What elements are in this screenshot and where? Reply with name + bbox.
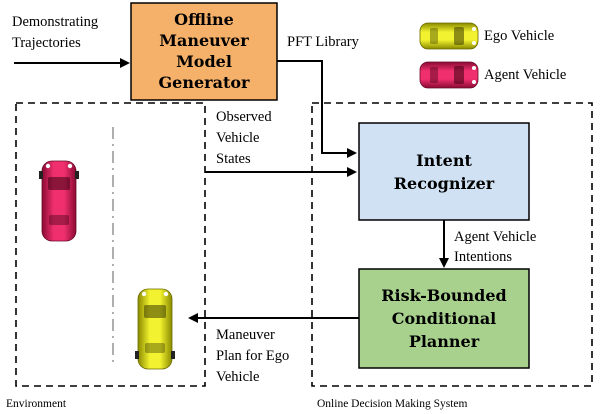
environment-ego-vehicle-icon	[135, 288, 175, 370]
environment-region	[15, 102, 206, 387]
environment-label: Environment	[6, 398, 67, 410]
legend-agent-vehicle-icon	[419, 61, 479, 89]
observed-label-line2: Vehicle	[216, 130, 259, 146]
offline-generator-box	[130, 2, 278, 101]
legend-ego-label: Ego Vehicle	[484, 28, 554, 44]
planner-line3: Planner	[409, 332, 480, 351]
intent-recognizer-box	[358, 122, 530, 221]
planner-line2: Conditional	[392, 309, 497, 328]
offline-generator-line1: Offline	[174, 10, 234, 29]
demonstrating-label-line2: Trajectories	[12, 35, 81, 51]
planner-box	[358, 268, 530, 369]
intent-recognizer-line2: Recognizer	[394, 174, 495, 193]
legend-ego-vehicle-icon	[419, 22, 479, 50]
offline-generator-line2: Maneuver	[159, 31, 249, 50]
observed-label-line3: States	[216, 151, 251, 167]
maneuver-label-line3: Vehicle	[216, 369, 259, 385]
offline-generator-line3: Model	[176, 52, 232, 71]
environment-agent-vehicle-icon	[39, 160, 79, 242]
legend-agent-label: Agent Vehicle	[484, 67, 566, 83]
maneuver-label-line1: Maneuver	[216, 327, 275, 343]
demonstrating-label-line1: Demonstrating	[12, 14, 98, 30]
offline-generator-line4: Generator	[159, 73, 251, 92]
intentions-label-line1: Agent Vehicle	[454, 229, 536, 245]
maneuver-label-line2: Plan for Ego	[216, 348, 289, 364]
pft-library-arrow	[277, 60, 357, 158]
pft-library-label: PFT Library	[287, 34, 360, 50]
intent-recognizer-line1: Intent	[416, 151, 472, 170]
observed-label-line1: Observed	[216, 109, 272, 125]
intentions-label-line2: Intentions	[454, 249, 512, 265]
online-system-label: Online Decision Making System	[317, 398, 467, 410]
online-system-region	[311, 102, 593, 387]
planner-line1: Risk-Bounded	[381, 286, 506, 305]
